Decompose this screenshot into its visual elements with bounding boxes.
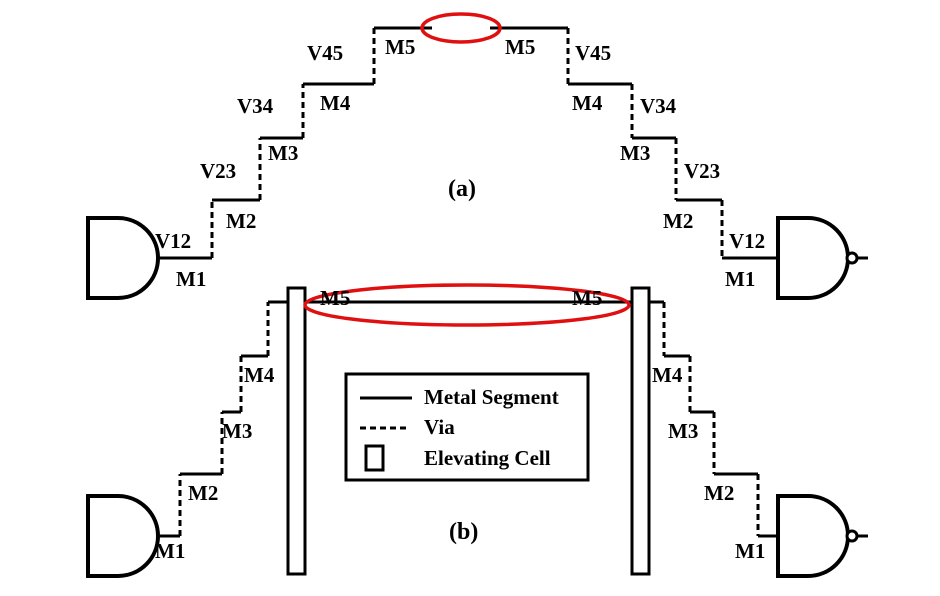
legend-box <box>344 372 590 482</box>
label-right-b-m5: M5 <box>572 286 602 310</box>
label-right-a-v34: V34 <box>640 94 677 118</box>
label-right-b-m4: M4 <box>652 363 683 387</box>
label-left-b-m2: M2 <box>188 481 218 505</box>
label-left-a-v45: V45 <box>307 41 343 65</box>
label-left-a-m1: M1 <box>176 267 206 291</box>
nand-gate-right-a <box>776 216 850 300</box>
label-right-a-v45: V45 <box>575 41 611 65</box>
label-left-b-m1: M1 <box>155 539 185 563</box>
label-left-a-m4: M4 <box>320 91 351 115</box>
elevating-cell-left <box>286 286 307 576</box>
label-right-a-m5: M5 <box>505 35 535 59</box>
diagram-a: M1 V12 M2 V23 M3 V34 M4 V45 M5 M5 V45 M4… <box>86 12 868 300</box>
label-left-b-m3: M3 <box>222 419 252 443</box>
label-left-a-v12: V12 <box>155 229 191 253</box>
highlight-ellipse-b <box>303 283 631 327</box>
label-right-b-m3: M3 <box>668 419 698 443</box>
label-left-a-v23: V23 <box>200 159 236 183</box>
label-left-b-m4: M4 <box>244 363 275 387</box>
legend-cell-swatch <box>364 444 385 472</box>
label-right-a-m3: M3 <box>620 141 650 165</box>
caption-a: (a) <box>448 176 476 202</box>
label-right-a-m1: M1 <box>725 267 755 291</box>
label-left-b-m5: M5 <box>320 286 350 310</box>
label-left-a-m5: M5 <box>385 35 415 59</box>
nand-gate-right-b <box>776 494 850 578</box>
nand-bubble-right-a <box>845 251 859 265</box>
highlight-ellipse-a <box>420 12 502 44</box>
label-left-a-v34: V34 <box>237 94 274 118</box>
legend-via-label: Via <box>424 415 455 439</box>
legend-metal-label: Metal Segment <box>424 385 559 409</box>
label-left-a-m2: M2 <box>226 209 256 233</box>
label-right-a-v23: V23 <box>684 159 720 183</box>
elevating-cell-right <box>630 286 651 576</box>
nand-bubble-right-b <box>845 529 859 543</box>
legend-cell-label: Elevating Cell <box>424 446 551 470</box>
label-right-b-m2: M2 <box>704 481 734 505</box>
label-right-b-m1: M1 <box>735 539 765 563</box>
diagram-b: M1 M2 M3 M4 M5 M5 M4 M3 M2 M1 (b) <box>86 283 868 578</box>
label-left-a-m3: M3 <box>268 141 298 165</box>
and-gate-left-b <box>86 494 160 578</box>
label-right-a-v12: V12 <box>729 229 765 253</box>
legend: Metal Segment Via Elevating Cell <box>344 372 590 482</box>
label-right-a-m2: M2 <box>663 209 693 233</box>
label-right-a-m4: M4 <box>572 91 603 115</box>
and-gate-left-a <box>86 216 160 300</box>
caption-b: (b) <box>449 519 478 545</box>
